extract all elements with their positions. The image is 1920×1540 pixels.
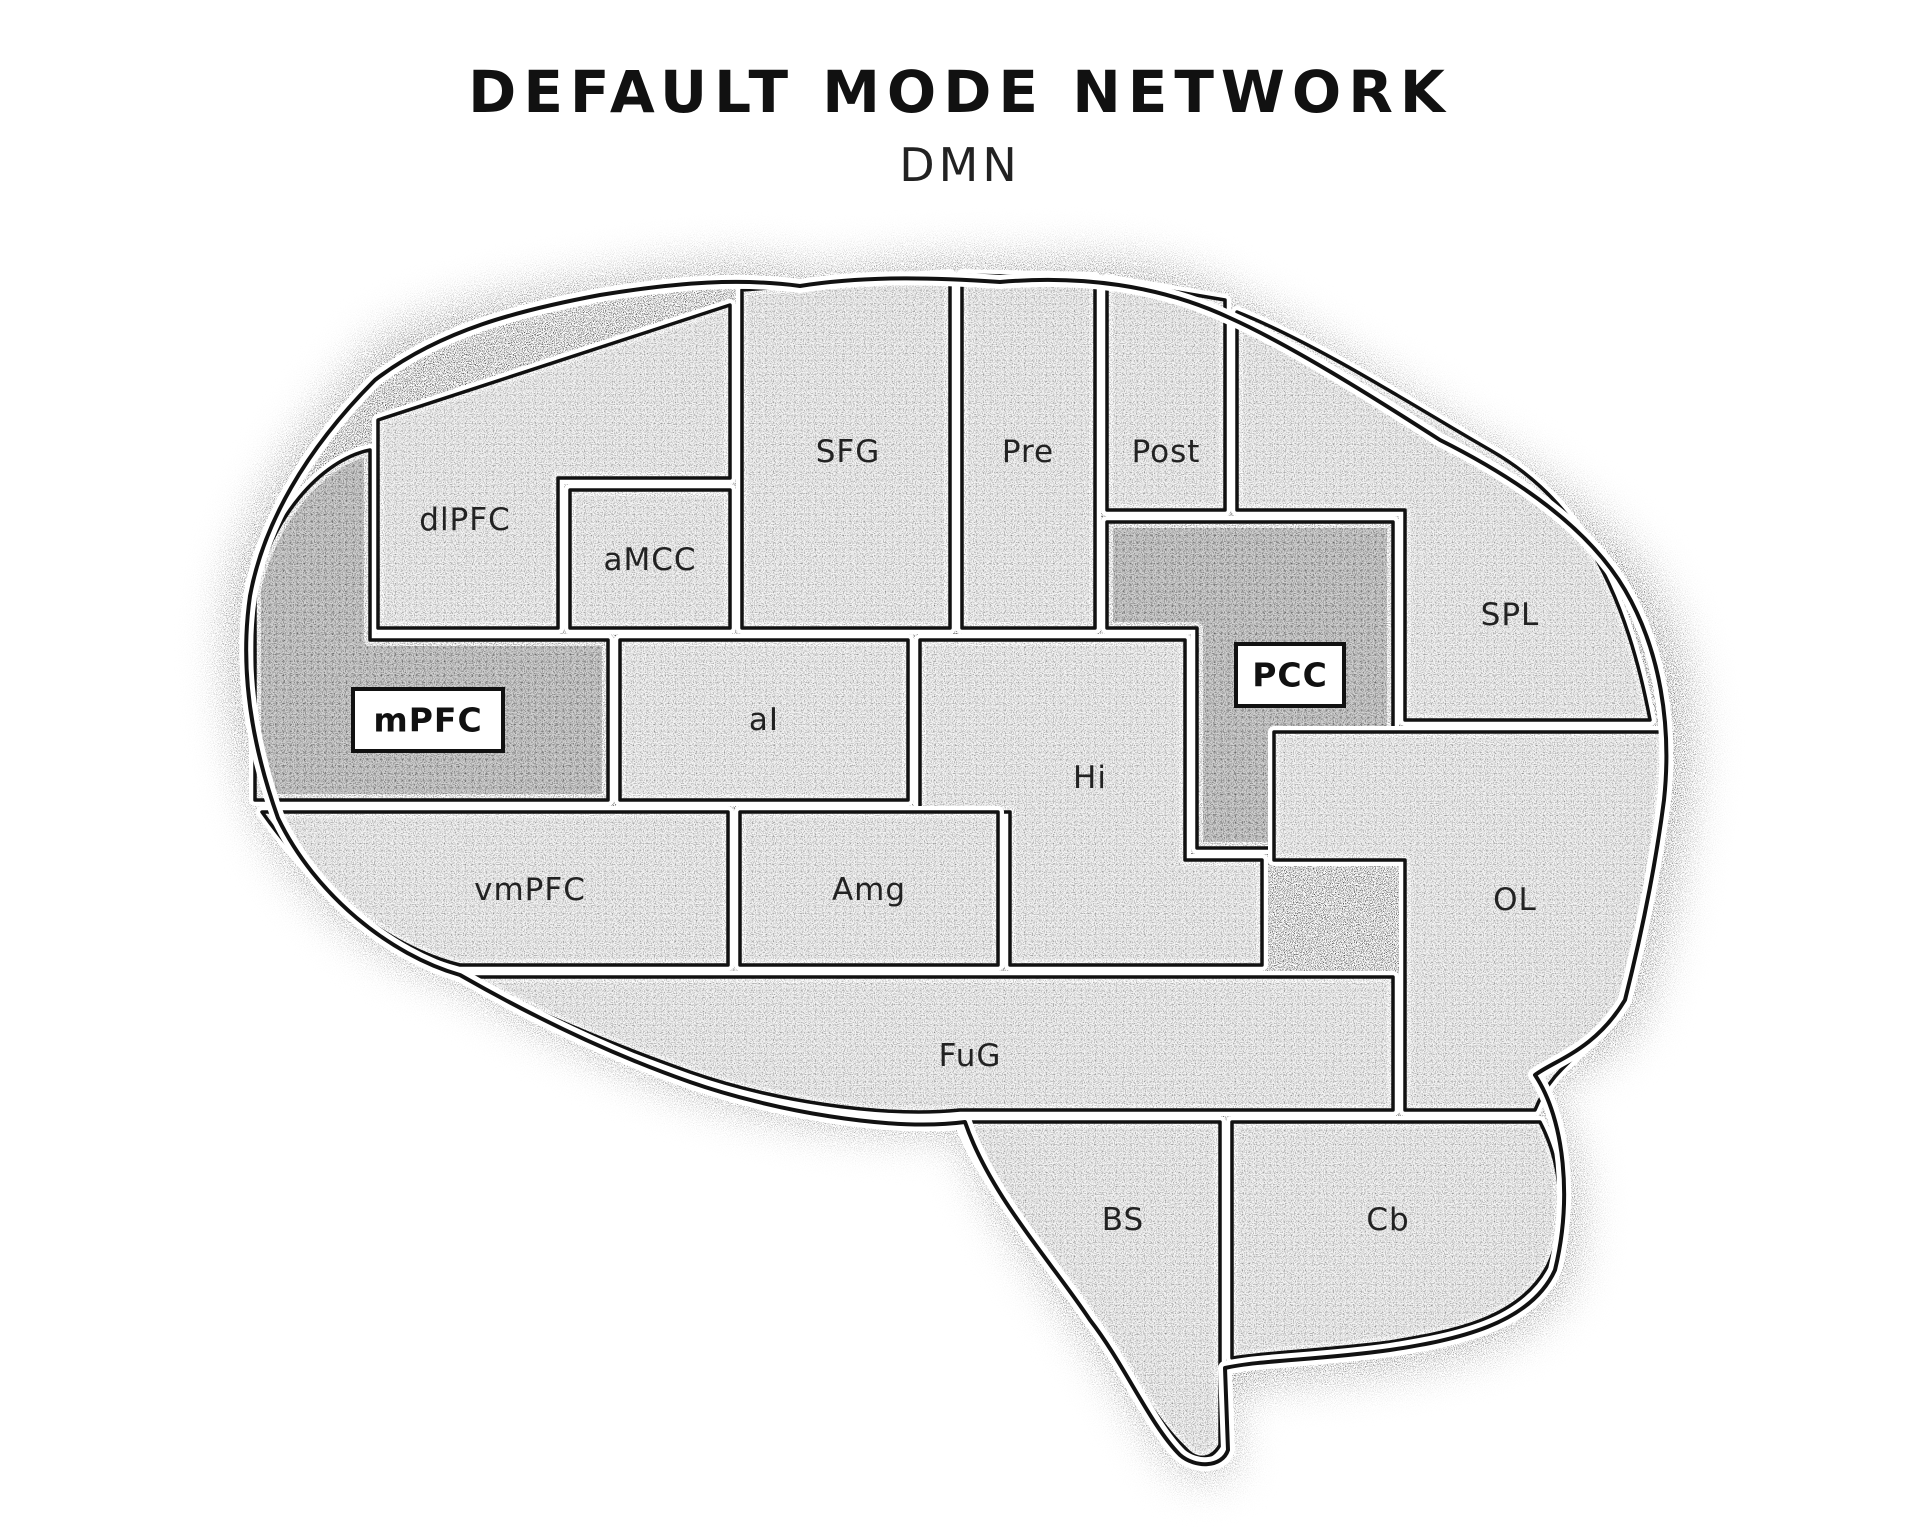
region-label-pcc: PCC [1252,656,1328,695]
region-dlpfc-stipple [378,305,730,628]
region-cb-stipple [1232,1122,1560,1358]
region-ai-stipple [620,640,908,800]
region-bs-stipple [960,1122,1220,1458]
region-mpfc-stipple [255,450,608,800]
region-amg-stipple [740,812,998,965]
region-amg-border [738,810,1000,967]
diagram-title: DEFAULT MODE NETWORK [468,58,1452,126]
region-label-post: Post [1132,434,1201,470]
region-pre-stipple [962,275,1095,628]
region-label-bs: BS [1102,1202,1144,1238]
region-label-sfg: SFG [816,434,881,470]
region-label-fug: FuG [939,1038,1002,1074]
region-pcc-label-box [1234,642,1346,708]
region-post-stipple [1107,280,1225,510]
region-label-ol: OL [1493,882,1537,918]
region-label-ai: aI [749,702,779,738]
diagram-subtitle: DMN [899,138,1021,192]
region-label-spl: SPL [1481,597,1540,633]
region-pcc-border [1105,520,1395,850]
region-label-amg: Amg [832,872,906,908]
region-amcc-stipple [570,490,730,628]
region-label-dlpfc: dlPFC [419,502,510,538]
brain-regions [249,269,1669,1464]
region-label-amcc: aMCC [603,542,696,578]
region-sfg-stipple [742,275,950,628]
region-label-vmpfc: vmPFC [474,872,586,908]
region-spl-border [1235,310,1652,722]
region-ol-stipple [1274,732,1663,1110]
region-dlpfc-border [376,303,732,630]
region-hi-stipple [920,640,1262,965]
region-fug-stipple [468,977,1393,1112]
region-spl-stipple [1237,312,1650,720]
region-ai-border [618,638,910,802]
region-label-mpfc: mPFC [373,701,482,740]
region-mpfc-label-box [351,687,505,753]
brain-outline-ink [244,276,1669,1467]
region-amcc-border [568,488,732,630]
region-label-hi: Hi [1073,760,1107,796]
region-label-pre: Pre [1002,434,1054,470]
region-label-cb: Cb [1366,1202,1409,1238]
